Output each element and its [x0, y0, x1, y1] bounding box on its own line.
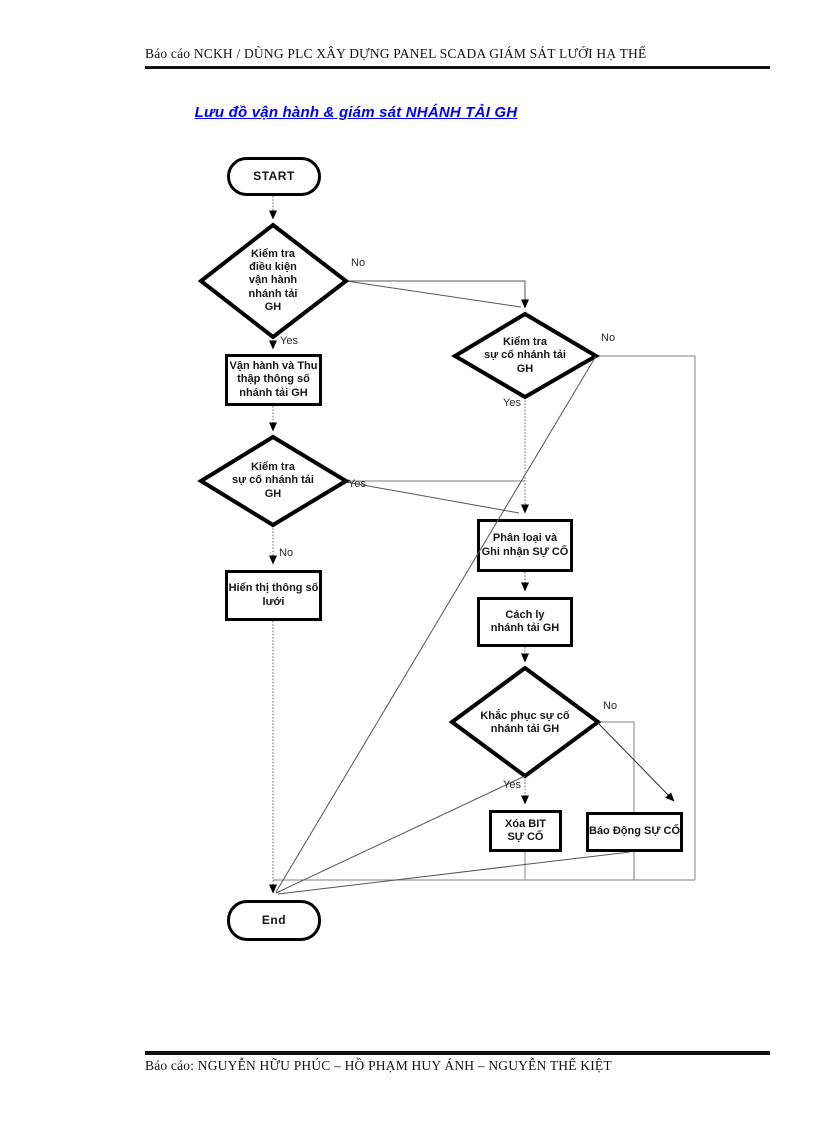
node-display-params: Hiển thị thông số lưới	[225, 570, 322, 621]
node-start: START	[227, 157, 321, 196]
node-check-conditions: Kiểm tra điều kiện vận hành nhánh tải GH	[248, 248, 298, 313]
decision-check-conditions-shape	[197, 222, 350, 340]
label-fault-right-no: No	[601, 332, 616, 344]
label-fix-no: No	[603, 700, 618, 712]
node-classify-record: Phân loại và Ghi nhận SỰ CỐ	[477, 519, 573, 572]
page-footer-text: Báo cáo: NGUYỄN HỮU PHÚC – HỒ PHẠM HUY Á…	[145, 1058, 612, 1073]
label-fault-left-no: No	[279, 547, 294, 559]
header-rule	[145, 66, 770, 69]
footer-rule	[145, 1051, 770, 1055]
node-fix-fault: Khắc phục sự cố nhánh tải GH	[480, 709, 570, 735]
node-alarm: Báo Động SỰ CỐ	[586, 812, 683, 852]
node-check-fault-right: Kiểm tra sự cố nhánh tải GH	[484, 336, 566, 375]
edge-conditions-no-diagonal	[345, 280, 522, 308]
label-fault-right-yes: Yes	[503, 397, 521, 409]
label-conditions-no: No	[351, 257, 366, 269]
edge-fix-no-elbow	[598, 721, 635, 880]
label-conditions-yes: Yes	[280, 335, 298, 347]
edge-conditions-no-elbow	[346, 280, 529, 309]
node-operate-collect: Vận hành và Thu thập thông số nhánh tải …	[225, 354, 322, 406]
label-fix-yes: Yes	[503, 779, 521, 791]
page-header-text: Báo cáo NCKH / DÙNG PLC XÂY DỰNG PANEL S…	[145, 46, 647, 61]
edge-fault-left-yes-diagonal	[345, 481, 520, 514]
node-end: End	[227, 900, 321, 941]
label-fault-left-yes: Yes	[348, 478, 366, 490]
edge-fault-right-no-elbow	[596, 355, 696, 880]
node-check-fault-left: Kiểm tra sự cố nhánh tải GH	[232, 461, 314, 500]
node-clear-bit: Xóa BIT SỰ CỐ	[489, 810, 562, 852]
page-title: Lưu đồ vận hành & giám sát NHÁNH TẢI GH	[194, 104, 518, 121]
node-isolate-branch: Cách ly nhánh tải GH	[477, 597, 573, 647]
